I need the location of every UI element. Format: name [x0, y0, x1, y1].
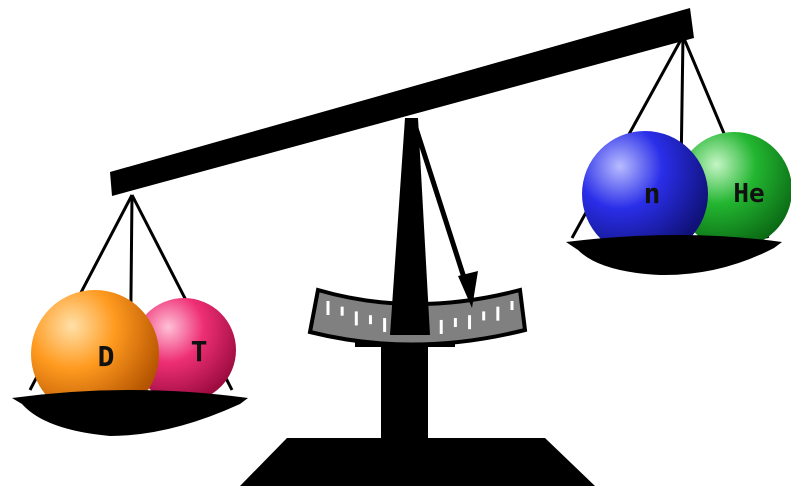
svg-text:T: T: [191, 335, 208, 368]
left-pan: [12, 390, 248, 436]
svg-text:n: n: [644, 177, 661, 210]
right-pan: [566, 235, 782, 275]
scale-base: [240, 438, 595, 486]
svg-text:He: He: [733, 179, 764, 209]
svg-text:D: D: [98, 340, 115, 373]
scale-column-lower: [381, 343, 428, 440]
